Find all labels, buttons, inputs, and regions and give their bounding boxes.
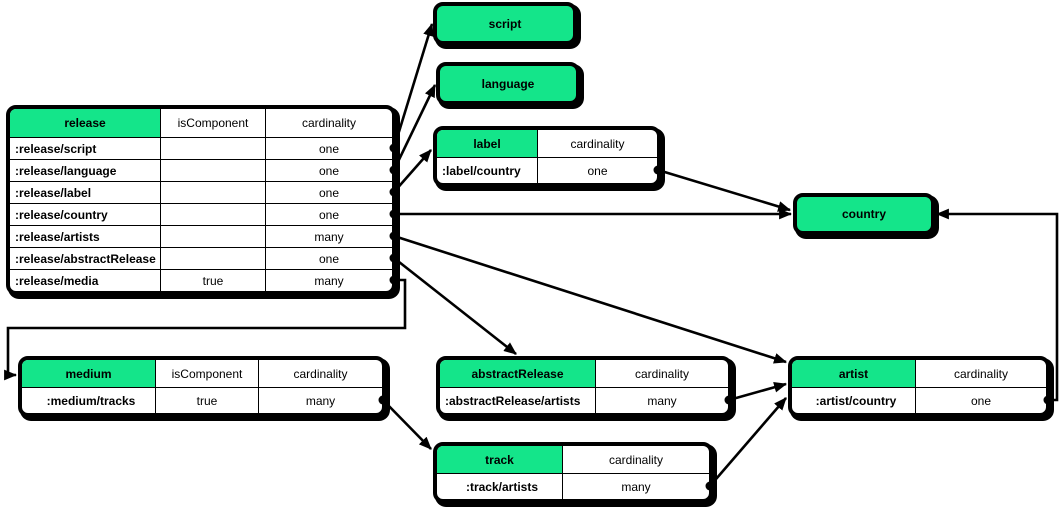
table-header-row: release isComponent cardinality [10, 109, 392, 137]
table-row: :artist/country one [792, 387, 1046, 413]
table-row: :label/country one [437, 157, 657, 183]
attr-cell: :release/abstractRelease [15, 251, 156, 266]
table-release: release isComponent cardinality :release… [6, 105, 396, 295]
entity-label: script [488, 16, 522, 31]
value-cell: many [258, 388, 382, 413]
value-cell: one [265, 160, 392, 181]
column-header-cell: cardinality [258, 360, 382, 387]
value-cell [160, 182, 265, 203]
value-cell: many [265, 226, 392, 247]
table-header-row: abstractRelease cardinality [440, 360, 728, 387]
value-cell: one [265, 248, 392, 269]
table-row: :release/script one [10, 137, 392, 159]
edge-abstractRelease-artist [728, 382, 788, 402]
table-artist: artist cardinality :artist/country one [788, 356, 1050, 417]
edge-release-artists [393, 234, 788, 364]
table-row: :release/country one [10, 203, 392, 225]
value-cell: one [265, 182, 392, 203]
value-cell: true [155, 388, 258, 413]
edge-release-language [392, 84, 437, 171]
entity-country: country [793, 193, 935, 235]
table-row: :release/language one [10, 159, 392, 181]
value-cell: one [265, 204, 392, 225]
column-header-cell: cardinality [562, 446, 709, 473]
edge-medium-track [382, 399, 432, 450]
entity-header-cell: label [437, 130, 537, 157]
attr-cell: :abstractRelease/artists [445, 393, 581, 408]
column-header-cell: cardinality [595, 360, 728, 387]
entity-label: country [841, 207, 886, 221]
value-cell: many [595, 388, 728, 413]
table-header-row: medium isComponent cardinality [22, 360, 382, 387]
column-header-cell: cardinality [915, 360, 1046, 387]
value-cell: one [915, 388, 1046, 413]
column-header-cell: cardinality [265, 109, 392, 137]
attr-cell: :artist/country [815, 393, 897, 408]
table-medium: medium isComponent cardinality :medium/t… [18, 356, 386, 417]
attr-cell: :label/country [442, 163, 521, 178]
entity-language: language [436, 62, 580, 105]
entity-header-cell: release [10, 109, 160, 137]
value-cell [160, 138, 265, 159]
attr-cell: :track/artists [465, 479, 539, 494]
value-cell: many [562, 474, 709, 499]
table-header-row: artist cardinality [792, 360, 1046, 387]
entity-header-cell: medium [22, 360, 155, 387]
column-header-cell: isComponent [155, 360, 258, 387]
table-row: :abstractRelease/artists many [440, 387, 728, 413]
table-row: :release/abstractRelease one [10, 247, 392, 269]
attr-cell: :release/media [15, 273, 99, 288]
attr-cell: :release/label [15, 185, 92, 200]
entity-label: language [481, 76, 535, 91]
value-cell [160, 204, 265, 225]
edge-release-label [393, 149, 432, 193]
edge-release-abstractRelease [393, 256, 517, 356]
column-header-cell: isComponent [160, 109, 265, 137]
attr-cell: :release/country [15, 207, 108, 222]
entity-script: script [433, 2, 577, 45]
value-cell [160, 160, 265, 181]
table-row: :track/artists many [437, 473, 709, 499]
value-cell: one [537, 158, 657, 183]
value-cell [160, 226, 265, 247]
table-track: track cardinality :track/artists many [433, 442, 713, 503]
table-abstractRelease: abstractRelease cardinality :abstractRel… [436, 356, 732, 417]
entity-header-cell: abstractRelease [440, 360, 595, 387]
table-header-row: track cardinality [437, 446, 709, 473]
attr-cell: :medium/tracks [46, 393, 136, 408]
table-row: :medium/tracks true many [22, 387, 382, 413]
attr-cell: :release/artists [15, 229, 100, 244]
entity-header-cell: artist [792, 360, 915, 387]
entity-header-cell: track [437, 446, 562, 473]
value-cell: true [160, 270, 265, 291]
edge-release-script [392, 22, 434, 149]
value-cell [160, 248, 265, 269]
table-row: :release/media true many [10, 269, 392, 291]
column-header-cell: cardinality [537, 130, 657, 157]
value-cell: many [265, 270, 392, 291]
edge-label-country [657, 168, 792, 212]
attr-cell: :release/language [15, 163, 117, 178]
attr-cell: :release/script [15, 141, 97, 156]
value-cell: one [265, 138, 392, 159]
table-label: label cardinality :label/country one [433, 126, 661, 187]
table-header-row: label cardinality [437, 130, 657, 157]
table-row: :release/label one [10, 181, 392, 203]
table-row: :release/artists many [10, 225, 392, 247]
